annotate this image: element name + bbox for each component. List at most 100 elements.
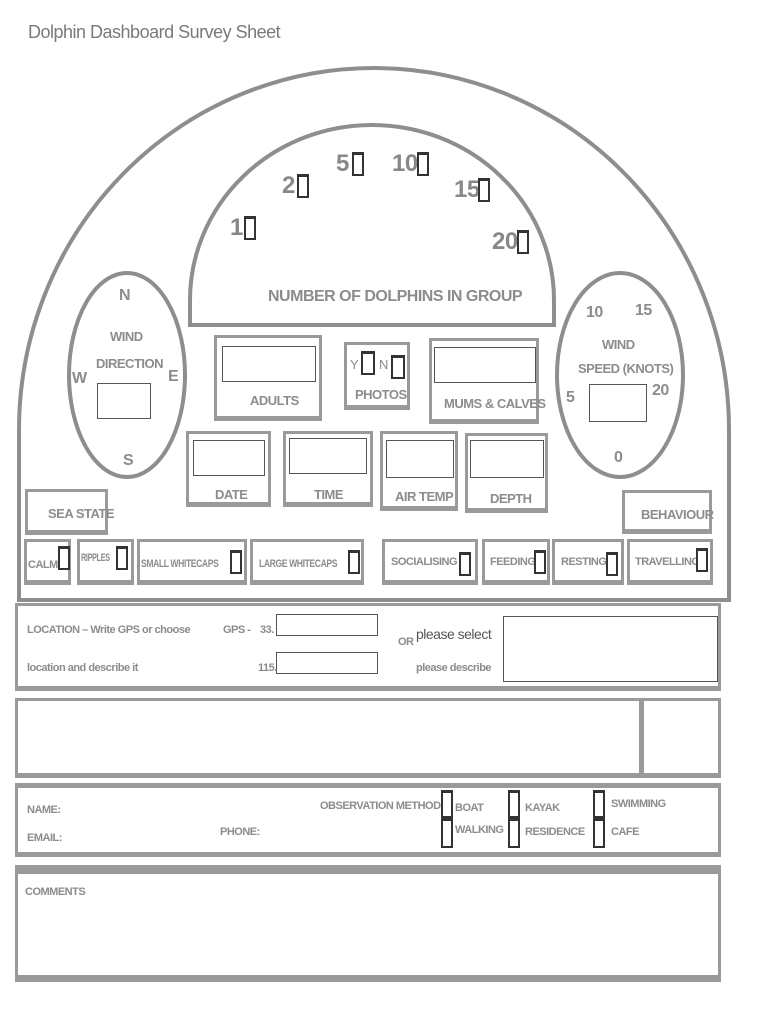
date-label: DATE — [215, 487, 248, 502]
latitude-prefix: 33. — [260, 624, 274, 636]
large-whitecaps-checkbox[interactable] — [348, 550, 360, 574]
sea-state-large-whitecaps[interactable]: LARGE WHITECAPS — [250, 539, 364, 585]
option-label: SOCIALISING — [391, 556, 458, 568]
photos-n-checkbox[interactable] — [391, 355, 405, 379]
swimming-checkbox[interactable] — [593, 790, 605, 818]
sea-state-small-whitecaps[interactable]: SMALL WHITECAPS — [137, 539, 247, 585]
photos-n-label: N — [379, 357, 388, 372]
speed-0: 0 — [614, 449, 623, 466]
dolphin-count-1: 1 — [230, 214, 243, 241]
adults-input[interactable] — [222, 346, 316, 382]
compass-s: S — [123, 452, 134, 469]
longitude-input[interactable] — [276, 652, 378, 674]
comments-area[interactable]: COMMENTS — [15, 865, 721, 982]
air-temp-input[interactable] — [386, 440, 454, 478]
dolphin-2-checkbox[interactable] — [297, 174, 309, 198]
boat-checkbox[interactable] — [441, 790, 453, 818]
calm-checkbox[interactable] — [58, 546, 70, 570]
location-label-2: location and describe it — [27, 662, 138, 674]
dolphin-20-checkbox[interactable] — [517, 230, 529, 254]
resting-checkbox[interactable] — [606, 552, 618, 576]
side-box[interactable] — [641, 698, 721, 778]
feeding-checkbox[interactable] — [534, 550, 546, 574]
adults-field: ADULTS — [214, 335, 322, 421]
mums-calves-field: MUMS & CALVES — [429, 338, 546, 424]
location-select-box[interactable] — [503, 616, 718, 682]
option-label: LARGE WHITECAPS — [259, 558, 338, 570]
longitude-prefix: 115. — [258, 662, 277, 674]
cafe-checkbox[interactable] — [593, 818, 605, 848]
boat-label: BOAT — [455, 802, 484, 814]
depth-input[interactable] — [470, 440, 544, 478]
dolphin-count-10: 10 — [392, 150, 418, 177]
speed-15: 15 — [635, 302, 652, 319]
residence-checkbox[interactable] — [508, 818, 520, 848]
air-temp-field: AIR TEMP — [380, 431, 458, 511]
observer-panel: NAME: EMAIL: PHONE: OBSERVATION METHOD: … — [15, 783, 721, 857]
location-panel: LOCATION – Write GPS or choose location … — [15, 603, 721, 691]
dolphins-heading: NUMBER OF DOLPHINS IN GROUP — [268, 288, 523, 305]
speed-5: 5 — [566, 389, 575, 406]
or-label: OR — [398, 636, 414, 648]
sea-state-label: SEA STATE — [48, 506, 115, 521]
time-input[interactable] — [289, 438, 367, 474]
photos-y-checkbox[interactable] — [361, 351, 375, 375]
direction-label: DIRECTION — [96, 356, 164, 371]
page-title: Dolphin Dashboard Survey Sheet — [28, 22, 281, 42]
time-field: TIME — [283, 431, 373, 507]
behaviour-resting[interactable]: RESTING — [552, 539, 624, 585]
sea-state-ripples[interactable]: RIPPLES — [77, 539, 134, 585]
date-field: DATE — [186, 431, 271, 507]
kayak-checkbox[interactable] — [508, 790, 520, 818]
walking-label: WALKING — [455, 824, 504, 836]
dolphin-15-checkbox[interactable] — [478, 178, 490, 202]
behaviour-socialising[interactable]: SOCIALISING — [382, 539, 478, 585]
travelling-checkbox[interactable] — [696, 548, 708, 572]
gps-label: GPS - — [223, 624, 251, 636]
option-label: CALM — [28, 559, 58, 571]
behaviour-feeding[interactable]: FEEDING — [482, 539, 550, 585]
option-label: TRAVELLING — [635, 556, 700, 568]
mums-calves-label: MUMS & CALVES — [444, 396, 546, 411]
wind-speed-input[interactable] — [589, 384, 647, 422]
depth-field: DEPTH — [465, 433, 548, 513]
description-area[interactable] — [15, 698, 642, 778]
wind-direction-input[interactable] — [97, 383, 151, 419]
sea-state-header: SEA STATE — [25, 489, 115, 535]
adults-label: ADULTS — [250, 393, 299, 408]
sea-state-calm[interactable]: CALM — [24, 539, 71, 585]
location-label: LOCATION – Write GPS or choose — [27, 624, 191, 636]
latitude-input[interactable] — [276, 614, 378, 636]
kayak-label: KAYAK — [525, 802, 560, 814]
behaviour-travelling[interactable]: TRAVELLING — [627, 539, 713, 585]
socialising-checkbox[interactable] — [459, 552, 471, 576]
photos-label: PHOTOS — [355, 387, 407, 402]
depth-label: DEPTH — [490, 491, 532, 506]
small-whitecaps-checkbox[interactable] — [230, 550, 242, 574]
behaviour-header: BEHAVIOUR — [622, 490, 714, 534]
dolphin-count-2: 2 — [282, 172, 295, 199]
observation-method-label: OBSERVATION METHOD: — [320, 800, 444, 812]
option-label: RESTING — [561, 556, 607, 568]
speed-20: 20 — [652, 382, 669, 399]
ripples-checkbox[interactable] — [116, 546, 128, 570]
dolphin-5-checkbox[interactable] — [352, 152, 364, 176]
air-temp-label: AIR TEMP — [395, 489, 454, 504]
dolphin-10-checkbox[interactable] — [417, 152, 429, 176]
dolphin-1-checkbox[interactable] — [244, 216, 256, 240]
please-describe-label: please describe — [416, 662, 492, 674]
wind-speed-label: WIND — [602, 337, 635, 352]
dolphin-count-5: 5 — [336, 150, 349, 177]
walking-checkbox[interactable] — [441, 818, 453, 848]
mums-calves-input[interactable] — [434, 347, 536, 383]
comments-label: COMMENTS — [25, 886, 86, 898]
date-input[interactable] — [193, 440, 265, 476]
email-label: EMAIL: — [27, 832, 62, 844]
compass-n: N — [119, 287, 131, 304]
time-label: TIME — [314, 487, 344, 502]
option-label: SMALL WHITECAPS — [141, 558, 219, 570]
behaviour-label: BEHAVIOUR — [641, 507, 714, 522]
option-label: RIPPLES — [81, 552, 110, 564]
speed-knots-label: SPEED (KNOTS) — [578, 361, 674, 376]
